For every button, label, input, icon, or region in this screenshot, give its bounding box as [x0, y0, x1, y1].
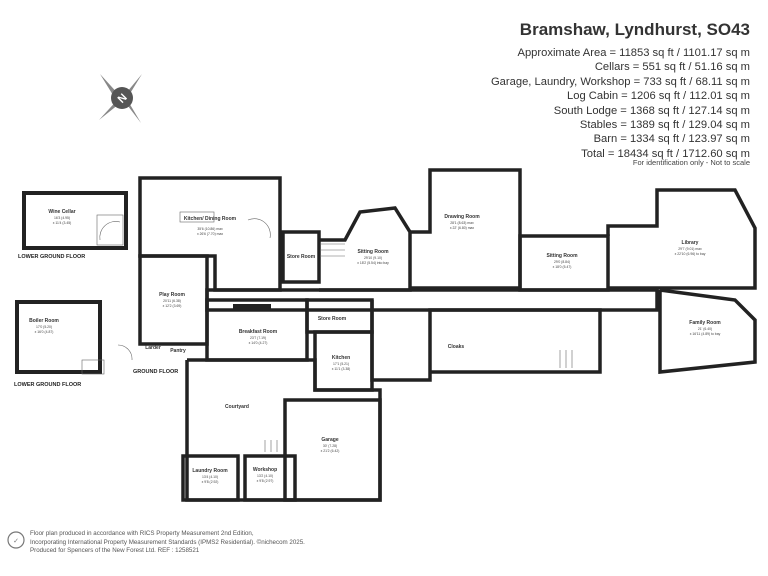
room-dim: 13'2 (4.10)	[257, 474, 273, 478]
room-dim: 21' (6.40)	[698, 327, 712, 331]
boiler-room-block: Boiler Room 17'0 (5.20) x 16'0 (4.87)	[15, 300, 105, 375]
room-dim: x 9'8 (2.97)	[257, 479, 274, 483]
room-dim: x 18'2 (5.54) into bay	[357, 261, 389, 265]
room-dim: x 21'2 (6.42)	[321, 449, 340, 453]
footer-line: Incorporating International Property Mea…	[30, 538, 305, 546]
property-title: Bramshaw, Lyndhurst, SO43	[519, 20, 750, 39]
floor-label: LOWER GROUND FLOOR	[18, 254, 85, 260]
room-name: Wine Cellar	[48, 209, 75, 215]
room-name: Boiler Room	[29, 318, 59, 324]
wine-cellar-block: Wine Cellar 16'3 (4.95) x 11'4 (3.45)	[22, 191, 128, 250]
area-line: Cellars = 551 sq ft / 51.16 sq m	[594, 61, 750, 74]
room-dim: x 11'4 (3.45)	[53, 221, 72, 225]
area-line: Barn = 1334 sq ft / 123.97 sq m	[593, 133, 750, 146]
room-dim: 30' (7.28)	[323, 444, 337, 448]
area-line: South Lodge = 1368 sq ft / 127.14 sq m	[553, 104, 750, 117]
room-name: Larder	[145, 345, 161, 351]
kitchen-island	[179, 211, 215, 223]
room-name: Library	[682, 240, 699, 246]
room-dim: 20'11 (6.38)	[163, 299, 181, 303]
svg-text:✓: ✓	[13, 538, 19, 545]
area-line: Garage, Laundry, Workshop = 733 sq ft / …	[490, 75, 750, 88]
room-name: Store Room	[287, 254, 316, 260]
room-dim: x 9'8 (2.92)	[202, 480, 219, 484]
room-name: Laundry Room	[192, 468, 228, 474]
stairs-icon	[117, 218, 573, 452]
room-dim: x 26'6 (7.70) max	[197, 232, 223, 236]
area-line: Stables = 1389 sq ft / 129.04 sq m	[579, 119, 750, 132]
room-name: Drawing Room	[444, 214, 480, 220]
room-dim: x 16'11 (4.89) to bay	[690, 332, 721, 336]
room-dim: x 11'1 (3.38)	[332, 367, 351, 371]
room-dim: x 22'10 (6.96) to bay	[675, 252, 706, 256]
area-line: Approximate Area = 11853 sq ft / 1101.17…	[517, 47, 751, 59]
room-dim: 17'1 (5.21)	[333, 362, 349, 366]
room-name: Cloaks	[448, 344, 465, 350]
area-line: Total = 18434 sq ft / 1712.60 sq m	[581, 147, 750, 160]
room-name: Workshop	[253, 467, 277, 473]
room-dim: 29'0 (8.84)	[554, 260, 570, 264]
room-dim: 29'10 (9.10)	[364, 256, 382, 260]
room-dim: 13'4 (4.10)	[202, 475, 218, 479]
area-line: Log Cabin = 1206 sq ft / 112.01 sq m	[567, 90, 750, 103]
room-dim: 17'0 (5.20)	[36, 325, 52, 329]
room-dim: x 12'2 (3.69)	[163, 304, 182, 308]
footer-credits: Floor plan produced in accordance with R…	[30, 530, 305, 556]
room-name: Garage	[321, 437, 338, 443]
room-name: Sitting Room	[357, 249, 389, 255]
footer-line: Floor plan produced in accordance with R…	[30, 530, 254, 537]
room-name: Kitchen/ Dining Room	[184, 216, 237, 222]
floor-label: GROUND FLOOR	[133, 369, 178, 375]
floor-label: LOWER GROUND FLOOR	[14, 382, 81, 388]
room-dim: 16'3 (4.95)	[54, 216, 70, 220]
room-name: Breakfast Room	[239, 329, 278, 335]
range-cooker	[233, 304, 271, 310]
room-name: Sitting Room	[546, 253, 578, 259]
room-dim: 28'1 (8.63) max	[450, 221, 474, 225]
rics-logo-icon: ✓	[7, 531, 25, 549]
scale-note: For identification only - Not to scale	[632, 158, 750, 167]
room-dim: 23'7 (7.19)	[250, 336, 266, 340]
room-name: Play Room	[159, 292, 185, 298]
room-name: Courtyard	[225, 404, 249, 410]
room-labels: Kitchen/ Dining Room 35'6 (10.86) max x …	[145, 214, 721, 484]
room-dim: x 16'0 (4.87)	[35, 330, 54, 334]
main-house	[138, 168, 757, 502]
room-name: Pantry	[170, 348, 186, 354]
room-name: Kitchen	[332, 355, 350, 361]
room-dim: x 14'0 (4.27)	[249, 341, 268, 345]
room-dim: x 18'0 (5.47)	[553, 265, 572, 269]
room-name: Family Room	[689, 320, 721, 326]
footer-line: Produced for Spencers of the New Forest …	[30, 547, 200, 555]
room-dim: 35'6 (10.86) max	[197, 227, 223, 231]
area-summary: Approximate Area = 11853 sq ft / 1101.17…	[491, 46, 750, 161]
room-name: Store Room	[318, 316, 347, 322]
compass-icon: N	[99, 74, 142, 123]
room-dim: x 22' (6.80) max	[450, 226, 475, 230]
room-dim: 29'7 (9.01) max	[678, 247, 702, 251]
